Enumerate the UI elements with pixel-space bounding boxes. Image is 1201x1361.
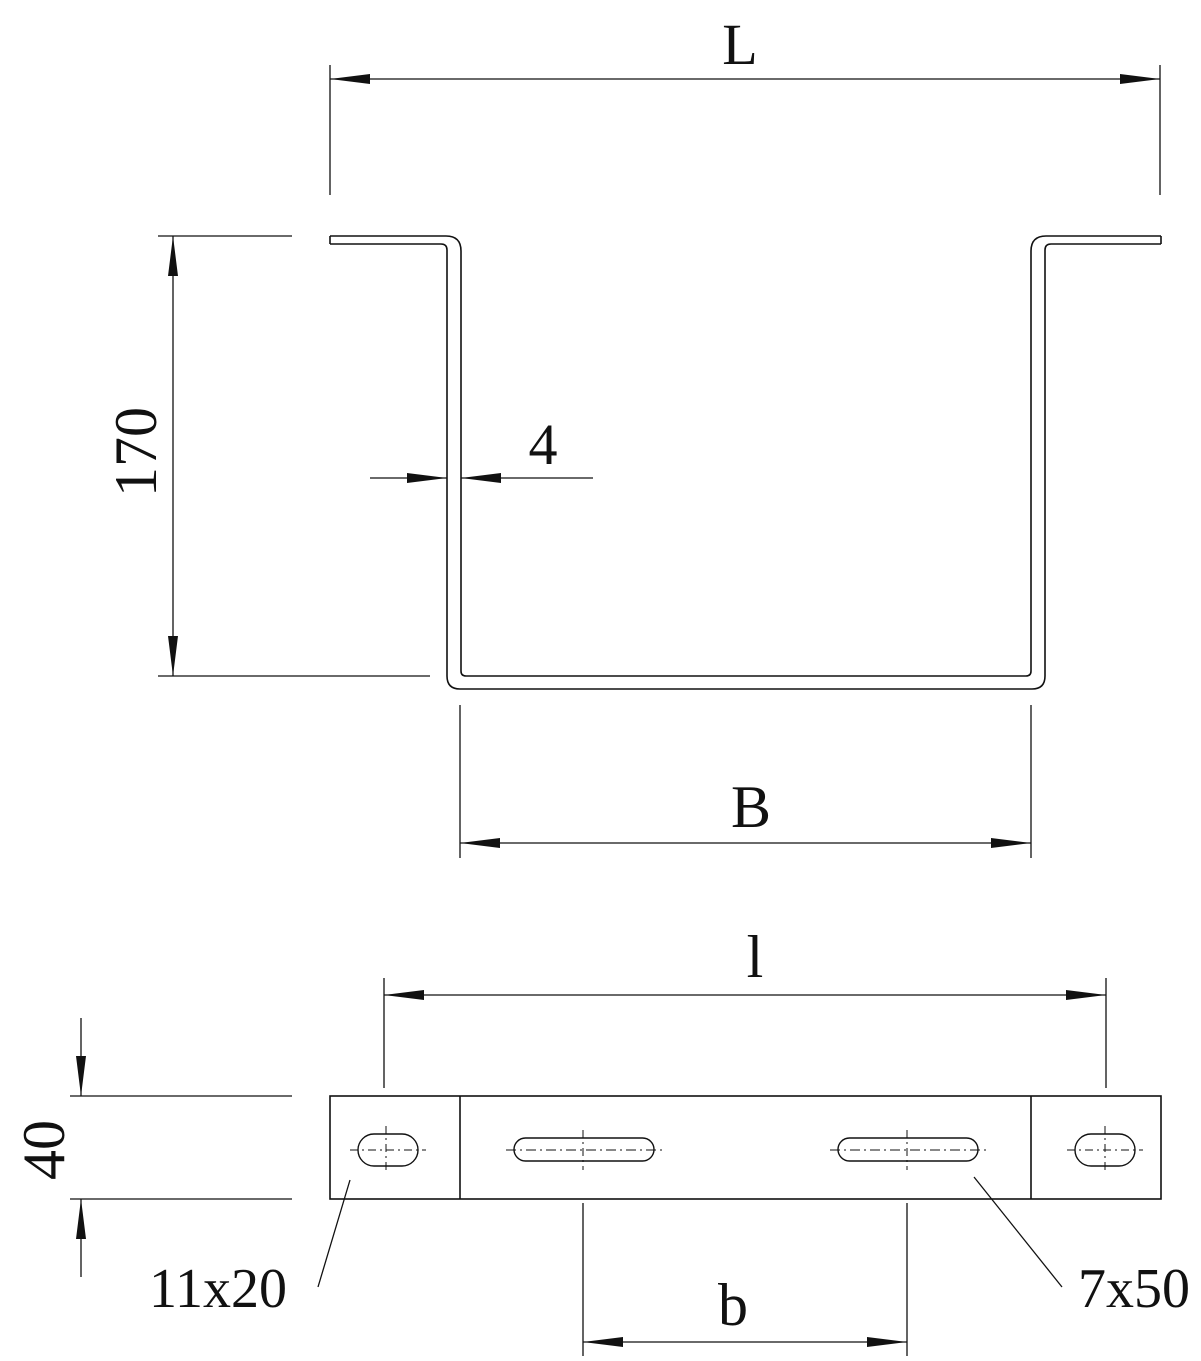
dimension-b xyxy=(582,1203,908,1356)
long-slot-left xyxy=(506,1130,662,1170)
label-slot-11x20: 11x20 xyxy=(149,1258,287,1320)
label-40: 40 xyxy=(11,1120,77,1180)
leader-line-11x20 xyxy=(317,1179,351,1288)
dimension-l xyxy=(383,978,1107,1088)
dimension-40 xyxy=(70,1018,292,1277)
dimension-L xyxy=(329,65,1161,195)
dimension-170 xyxy=(158,235,430,677)
label-L: L xyxy=(722,12,757,77)
label-B: B xyxy=(731,774,771,840)
small-slot-left xyxy=(350,1126,426,1174)
long-slot-right xyxy=(830,1130,986,1170)
label-l: l xyxy=(747,924,764,990)
label-slot-7x50: 7x50 xyxy=(1078,1258,1190,1320)
flat-strip-view xyxy=(329,1095,1162,1200)
dimension-B xyxy=(459,705,1032,858)
label-170: 170 xyxy=(103,407,169,497)
label-thickness: 4 xyxy=(529,412,558,477)
leader-line-7x50 xyxy=(973,1176,1063,1288)
small-slot-right xyxy=(1067,1126,1143,1174)
strip-outline xyxy=(329,1095,1162,1200)
u-bracket-profile xyxy=(329,235,1162,690)
label-b: b xyxy=(718,1272,748,1338)
